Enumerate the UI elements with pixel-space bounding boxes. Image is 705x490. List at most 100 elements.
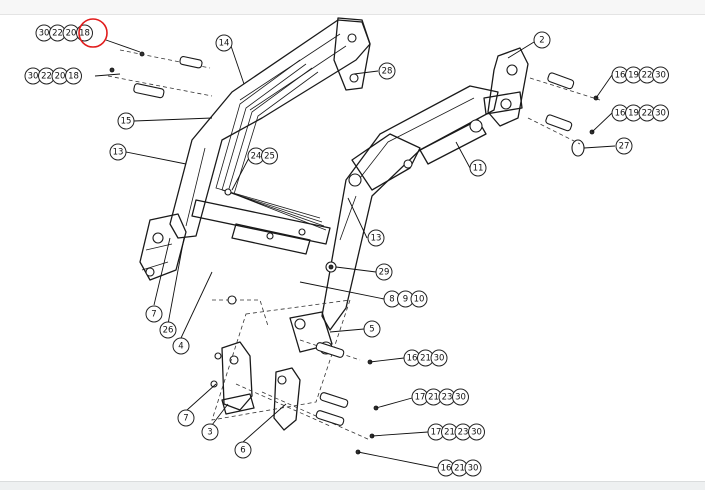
callout-number: 11 (473, 164, 484, 174)
callout-number: 30 (468, 464, 479, 474)
cross-tube (191, 199, 331, 245)
callout-number: 16 (615, 71, 626, 81)
callout-bubble (367, 229, 385, 247)
callout-c3: 14 (215, 34, 233, 52)
ring-pin-27 (571, 139, 585, 157)
callout-bubble (172, 337, 190, 355)
callout-number: 18 (79, 29, 90, 39)
callout-number: 29 (379, 268, 390, 278)
callout-number: 16 (441, 464, 452, 474)
callout-number: 22 (642, 109, 653, 119)
callout-bubble (363, 320, 381, 338)
callout-number: 27 (619, 142, 630, 152)
callout-number: 7 (151, 310, 156, 320)
callout-number: 30 (434, 354, 445, 364)
callout-bubble (464, 459, 482, 477)
callout-c21: 7 (177, 409, 195, 427)
callout-bubble (468, 423, 485, 441)
callout-number: 18 (68, 72, 79, 82)
loader-frame-drawing (139, 17, 585, 431)
callout-number: 10 (414, 295, 425, 305)
callout-number: 20 (55, 72, 66, 82)
callout-number: 13 (371, 234, 382, 244)
callout-number: 23 (458, 428, 469, 438)
callout-bubble (261, 147, 278, 165)
callout-bubble (117, 112, 135, 130)
callout-number: 22 (642, 71, 653, 81)
callout-number: 23 (442, 393, 453, 403)
callout-c6: 13 (109, 143, 127, 161)
callout-bubble (215, 34, 233, 52)
callout-bubble (652, 104, 669, 122)
hardware-pieces (109, 51, 599, 455)
explode-lines (107, 49, 601, 441)
callout-bubble (430, 349, 448, 367)
callout-bubble (469, 159, 487, 177)
callout-number: 30 (455, 393, 466, 403)
callout-number: 14 (219, 39, 230, 49)
callout-number: 3 (207, 428, 212, 438)
callout-bubble (76, 24, 93, 42)
leader-lines (94, 39, 616, 469)
callout-bubble (65, 67, 82, 85)
callout-number: 8 (389, 295, 394, 305)
callout-number: 5 (369, 325, 374, 335)
callout-c25: 6 (234, 441, 252, 459)
callout-bubble (533, 31, 551, 49)
callout-number: 30 (39, 29, 50, 39)
callout-number: 22 (52, 29, 63, 39)
callout-bubble (159, 321, 177, 339)
callout-number: 16 (615, 109, 626, 119)
callout-number: 21 (454, 464, 465, 474)
callout-c17: 7 (145, 305, 163, 323)
callout-number: 24 (251, 152, 262, 162)
hydraulic-cylinder (419, 119, 487, 165)
attachment-bracket-6 (273, 367, 301, 431)
callout-number: 21 (420, 354, 431, 364)
highlight-circle (78, 18, 108, 48)
callout-number: 17 (431, 428, 442, 438)
bottom-status-strip (0, 481, 705, 490)
callout-number: 25 (264, 152, 275, 162)
callout-bubble (452, 388, 469, 406)
callout-c19: 4 (172, 337, 190, 355)
callout-bubble (410, 290, 428, 308)
callout-c13: 13 (367, 229, 385, 247)
left-mount-bracket (139, 213, 187, 281)
callout-bubble (234, 441, 252, 459)
callout-bubble (615, 137, 633, 155)
callout-number: 15 (121, 117, 132, 127)
callout-c12: 11 (469, 159, 487, 177)
callout-number: 21 (444, 428, 455, 438)
attachment-bracket-3 (221, 341, 253, 411)
callout-number: 2 (539, 36, 544, 46)
hydraulic-lines (215, 59, 327, 231)
callout-bubble (375, 263, 393, 281)
left-boom-arm (169, 19, 371, 239)
callout-number: 16 (407, 354, 418, 364)
callout-c18: 26 (159, 321, 177, 339)
callout-bubble (201, 423, 219, 441)
top-left-plate (333, 17, 371, 91)
callout-bubble (145, 305, 163, 323)
callout-c5: 15 (117, 112, 135, 130)
callout-number: 21 (428, 393, 439, 403)
callout-bubble (109, 143, 127, 161)
callout-number: 26 (163, 326, 174, 336)
callout-number: 30 (655, 109, 666, 119)
callout-number: 22 (41, 72, 52, 82)
link-arm (289, 311, 333, 353)
callout-number: 7 (183, 414, 188, 424)
callout-c14: 29 (375, 263, 393, 281)
callout-number: 13 (113, 148, 124, 158)
callout-c22: 3 (201, 423, 219, 441)
